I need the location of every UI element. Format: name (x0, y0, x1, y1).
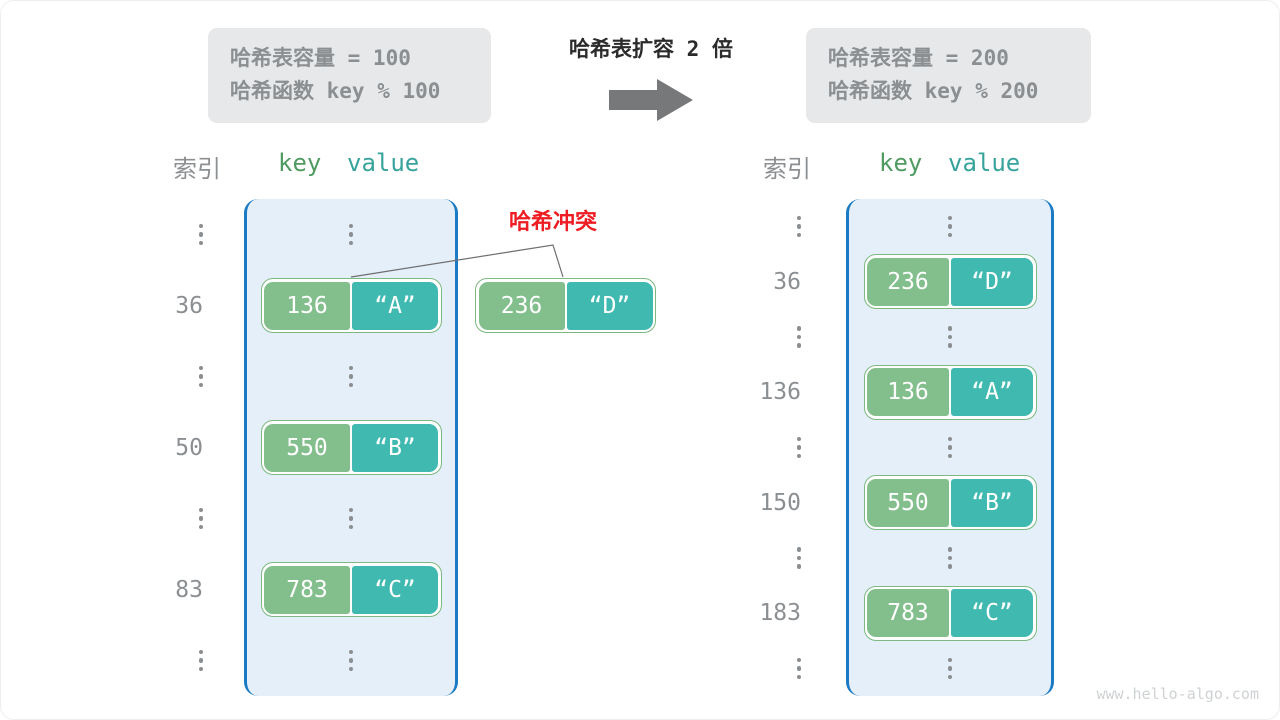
collision-label: 哈希冲突 (508, 210, 597, 235)
index-label: 36 (773, 268, 801, 295)
vertical-ellipsis-icon (796, 326, 801, 348)
pair-key: 236 (867, 257, 949, 306)
pair-key: 550 (264, 423, 350, 472)
slot-ellipsis (244, 625, 458, 696)
index-ellipsis (151, 483, 203, 554)
bucket-row: 550“B” (244, 412, 458, 483)
index-ellipsis (151, 199, 203, 270)
vertical-ellipsis-icon (947, 436, 953, 459)
left-value-header: value (347, 149, 420, 177)
vertical-ellipsis-icon (198, 365, 203, 388)
index-label: 36 (175, 292, 203, 319)
index-label: 150 (759, 489, 801, 516)
index-ellipsis (741, 199, 801, 254)
key-value-pair-cell: 550“B” (863, 475, 1037, 531)
pair-value: “A” (951, 368, 1033, 417)
slot-ellipsis (244, 341, 458, 412)
right-arrow-icon (609, 79, 693, 121)
vertical-ellipsis-icon (947, 657, 953, 680)
pair-value: “C” (951, 589, 1033, 638)
bucket-row: 550“B” (846, 475, 1054, 531)
slot-ellipsis (244, 199, 458, 270)
right-key-header: key (879, 149, 923, 177)
pair-value: “A” (352, 281, 438, 330)
key-value-pair-cell: 783“C” (863, 585, 1037, 641)
left-slot-column: 136“A” 550“B” 783“C” (244, 199, 458, 696)
vertical-ellipsis-icon (947, 326, 953, 348)
vertical-ellipsis-icon (198, 223, 203, 246)
key-value-pair-cell: 136“A” (863, 364, 1037, 420)
slot-ellipsis (846, 530, 1054, 585)
hash-function-before-text: 哈希函数 key % 100 (230, 78, 441, 103)
left-key-header: key (278, 149, 322, 177)
capacity-after-text: 哈希表容量 = 200 (828, 46, 1009, 70)
key-value-pair-cell: 550“B” (260, 420, 442, 475)
watermark: www.hello-algo.com (1096, 685, 1259, 703)
index-ellipsis (741, 309, 801, 364)
pair-value: “D” (951, 257, 1033, 306)
index-ellipsis (151, 341, 203, 412)
pair-value: “C” (352, 565, 438, 614)
right-slot-column: 236“D” 136“A” 550“B” 783“C” (846, 199, 1054, 696)
key-value-pair-cell: 136“A” (260, 278, 442, 333)
key-value-pair-cell: 236“D” (863, 254, 1037, 310)
hash-config-before: 哈希表容量 = 100 哈希函数 key % 100 (208, 28, 491, 124)
pair-key: 136 (264, 281, 350, 330)
bucket-row: 783“C” (244, 554, 458, 625)
pair-value: “B” (951, 478, 1033, 527)
vertical-ellipsis-icon (947, 215, 953, 238)
vertical-ellipsis-icon (348, 365, 354, 388)
index-ellipsis (741, 641, 801, 696)
bucket-row: 783“C” (846, 585, 1054, 641)
vertical-ellipsis-icon (796, 436, 801, 459)
vertical-ellipsis-icon (348, 223, 354, 246)
bucket-row: 236“D” (846, 254, 1054, 310)
vertical-ellipsis-icon (348, 649, 354, 672)
capacity-before-text: 哈希表容量 = 100 (230, 46, 411, 70)
index-ellipsis (741, 530, 801, 585)
left-index-header: 索引 (173, 155, 221, 183)
left-index-column: 36 50 83 (151, 199, 203, 696)
hash-config-after: 哈希表容量 = 200 哈希函数 key % 200 (806, 28, 1091, 124)
index-ellipsis (741, 420, 801, 475)
vertical-ellipsis-icon (198, 649, 203, 672)
index-label: 83 (175, 576, 203, 603)
index-label: 183 (759, 600, 801, 627)
vertical-ellipsis-icon (348, 507, 354, 530)
right-value-header: value (948, 149, 1021, 177)
slot-ellipsis (846, 309, 1054, 364)
bucket-row: 136“A” (846, 364, 1054, 420)
slot-ellipsis (846, 420, 1054, 475)
pair-value: “D” (566, 281, 653, 330)
colliding-pair-cell: 236 “D” (475, 278, 656, 333)
pair-key: 136 (867, 368, 949, 417)
pair-key: 783 (867, 589, 949, 638)
index-label: 136 (759, 379, 801, 406)
transform-label: 哈希表扩容 2 倍 (569, 37, 733, 61)
pair-value: “B” (352, 423, 438, 472)
slot-ellipsis (846, 199, 1054, 254)
vertical-ellipsis-icon (198, 507, 203, 530)
pair-key: 550 (867, 478, 949, 527)
index-label: 50 (175, 434, 203, 461)
index-ellipsis (151, 625, 203, 696)
vertical-ellipsis-icon (796, 657, 801, 680)
slot-ellipsis (244, 483, 458, 554)
key-value-pair-cell: 783“C” (260, 562, 442, 617)
right-index-header: 索引 (763, 155, 811, 183)
collision-leader-lines (350, 244, 564, 278)
vertical-ellipsis-icon (796, 215, 801, 238)
right-index-column: 36 136 150 183 (741, 199, 801, 696)
bucket-row: 136“A” (244, 270, 458, 341)
pair-key: 236 (478, 281, 565, 330)
slot-ellipsis (846, 641, 1054, 696)
vertical-ellipsis-icon (947, 547, 953, 569)
hash-function-after-text: 哈希函数 key % 200 (828, 78, 1039, 103)
vertical-ellipsis-icon (796, 547, 801, 569)
pair-key: 783 (264, 565, 350, 614)
